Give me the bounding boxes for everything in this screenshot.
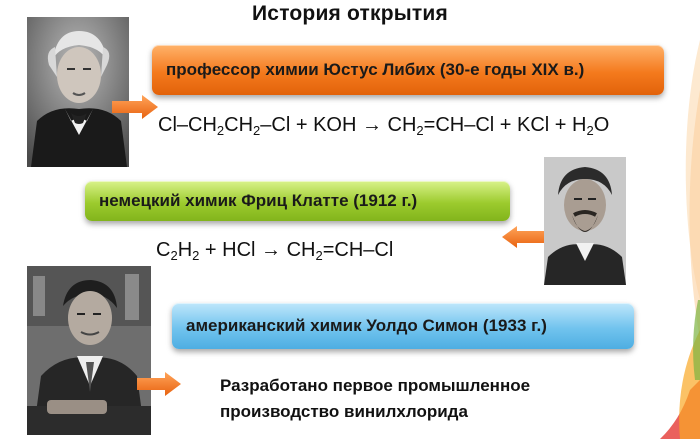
banner-simon: американский химик Уолдо Симон (1933 г.) (172, 303, 634, 349)
page-title: История открытия (252, 2, 448, 25)
right-arrow-icon (137, 372, 181, 396)
industrial-production-note: Разработано первое промышленное производ… (220, 373, 530, 425)
banner-klatte: немецкий химик Фриц Клатте (1912 г.) (85, 181, 510, 221)
portrait-klatte (544, 157, 626, 285)
portrait-photo-icon (27, 17, 129, 167)
banner-liebig: профессор химии Юстус Либих (30-е годы X… (152, 45, 664, 95)
portrait-simon (27, 266, 151, 435)
left-arrow-icon (502, 226, 544, 248)
portrait-liebig (27, 17, 129, 167)
portrait-photo-icon (27, 266, 151, 435)
note-line-2: производство винилхлорида (220, 402, 468, 421)
right-arrow-icon (112, 95, 158, 119)
equation-klatte: C2H2 + HCl → CH2=CH–Cl (156, 239, 394, 263)
portrait-photo-icon (544, 157, 626, 285)
note-line-1: Разработано первое промышленное (220, 376, 531, 395)
equation-liebig: Cl–CH2CH2–Cl + KOH → CH2=CH–Cl + KCl + H… (158, 114, 610, 138)
